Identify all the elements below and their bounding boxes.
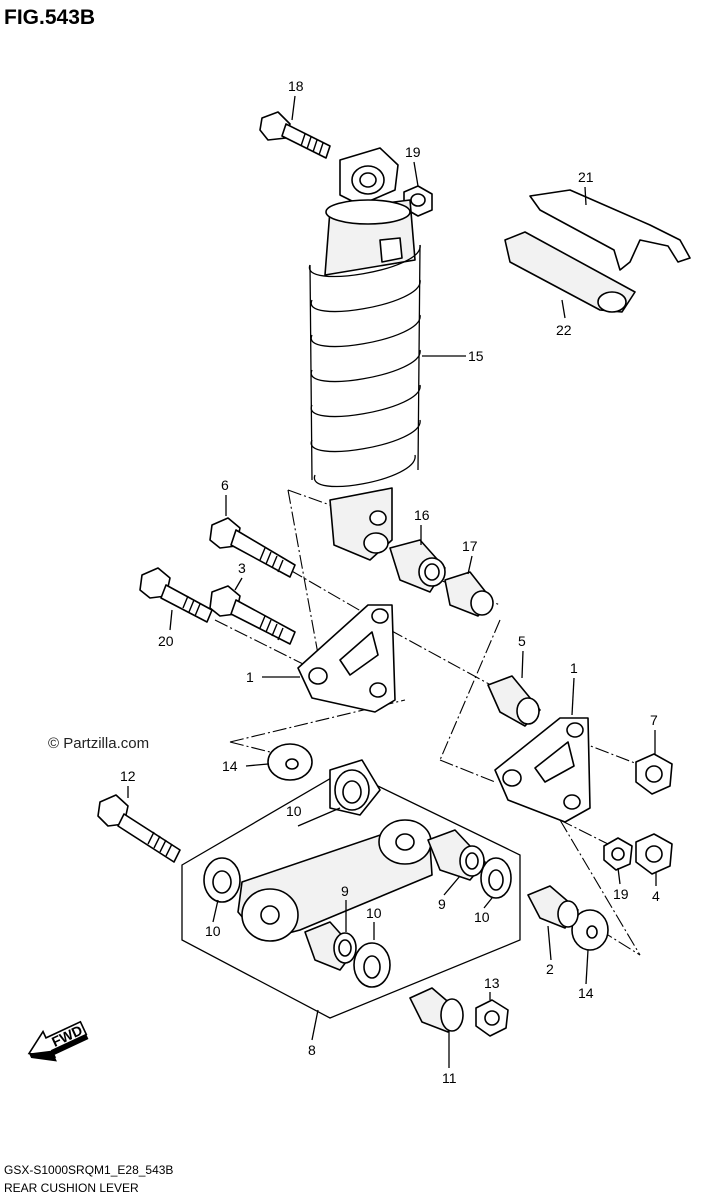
- bolt-6: [209, 517, 296, 578]
- callout-10-top: 10: [286, 803, 302, 819]
- callout-10-right: 10: [474, 909, 490, 925]
- tool-22: [504, 231, 636, 313]
- callout-3: 3: [238, 560, 246, 576]
- bolt-3: [209, 585, 296, 645]
- callout-13: 13: [484, 975, 500, 991]
- bolt-20: [139, 567, 213, 623]
- callout-7: 7: [650, 712, 658, 728]
- nut-7: [635, 753, 673, 795]
- callout-1-right: 1: [570, 660, 578, 676]
- bolt-12: [97, 794, 181, 863]
- rear-shock: [309, 147, 421, 561]
- nut-4: [635, 833, 673, 875]
- collar-17: [444, 571, 494, 617]
- callout-18: 18: [288, 78, 304, 94]
- rod-plate-right: [494, 717, 591, 823]
- nut-13: [475, 999, 509, 1037]
- callout-labels: 18 19 21 22 15 6 3 20 16 17 1 5 1 7 14 1…: [120, 78, 660, 1086]
- callout-21: 21: [578, 169, 594, 185]
- callout-19-right: 19: [613, 886, 629, 902]
- callout-14-right: 14: [578, 985, 594, 1001]
- callout-9-lower: 9: [341, 883, 349, 899]
- callout-8: 8: [308, 1042, 316, 1058]
- watermark: © Partzilla.com: [48, 735, 149, 752]
- bolt-top: [259, 111, 331, 159]
- callout-17: 17: [462, 538, 478, 554]
- callout-16: 16: [414, 507, 430, 523]
- callout-1-left: 1: [246, 669, 254, 685]
- leader-lines: [127, 95, 657, 1068]
- callout-9-upper: 9: [438, 896, 446, 912]
- callout-20: 20: [158, 633, 174, 649]
- figure-caption: REAR CUSHION LEVER: [4, 1181, 139, 1195]
- collar-2: [527, 885, 579, 929]
- callout-11: 11: [442, 1070, 457, 1086]
- callout-12: 12: [120, 768, 136, 784]
- figure-code: GSX-S1000SRQM1_E28_543B: [4, 1163, 173, 1177]
- tool-21: [529, 189, 691, 271]
- callout-6: 6: [221, 477, 229, 493]
- callout-15: 15: [468, 348, 484, 364]
- washer-14-right: [571, 909, 609, 951]
- collar-11: [409, 987, 464, 1033]
- rod-plate-left: [297, 604, 396, 713]
- fwd-arrow-icon: FWD: [27, 1020, 89, 1062]
- callout-2: 2: [546, 961, 554, 977]
- callout-4: 4: [652, 888, 660, 904]
- figure-title: FIG.543B: [4, 6, 95, 29]
- washer-14-left: [267, 743, 313, 781]
- callout-10-lower: 10: [366, 905, 382, 921]
- callout-19-top: 19: [405, 144, 421, 160]
- callout-10-left: 10: [205, 923, 221, 939]
- cushion-lever-kit: [181, 759, 521, 1019]
- collar-5: [487, 675, 541, 727]
- bearing-16: [389, 539, 446, 593]
- callout-14-left: 14: [222, 758, 238, 774]
- callout-22: 22: [556, 322, 572, 338]
- callout-5: 5: [518, 633, 526, 649]
- nut-19-right: [603, 837, 633, 871]
